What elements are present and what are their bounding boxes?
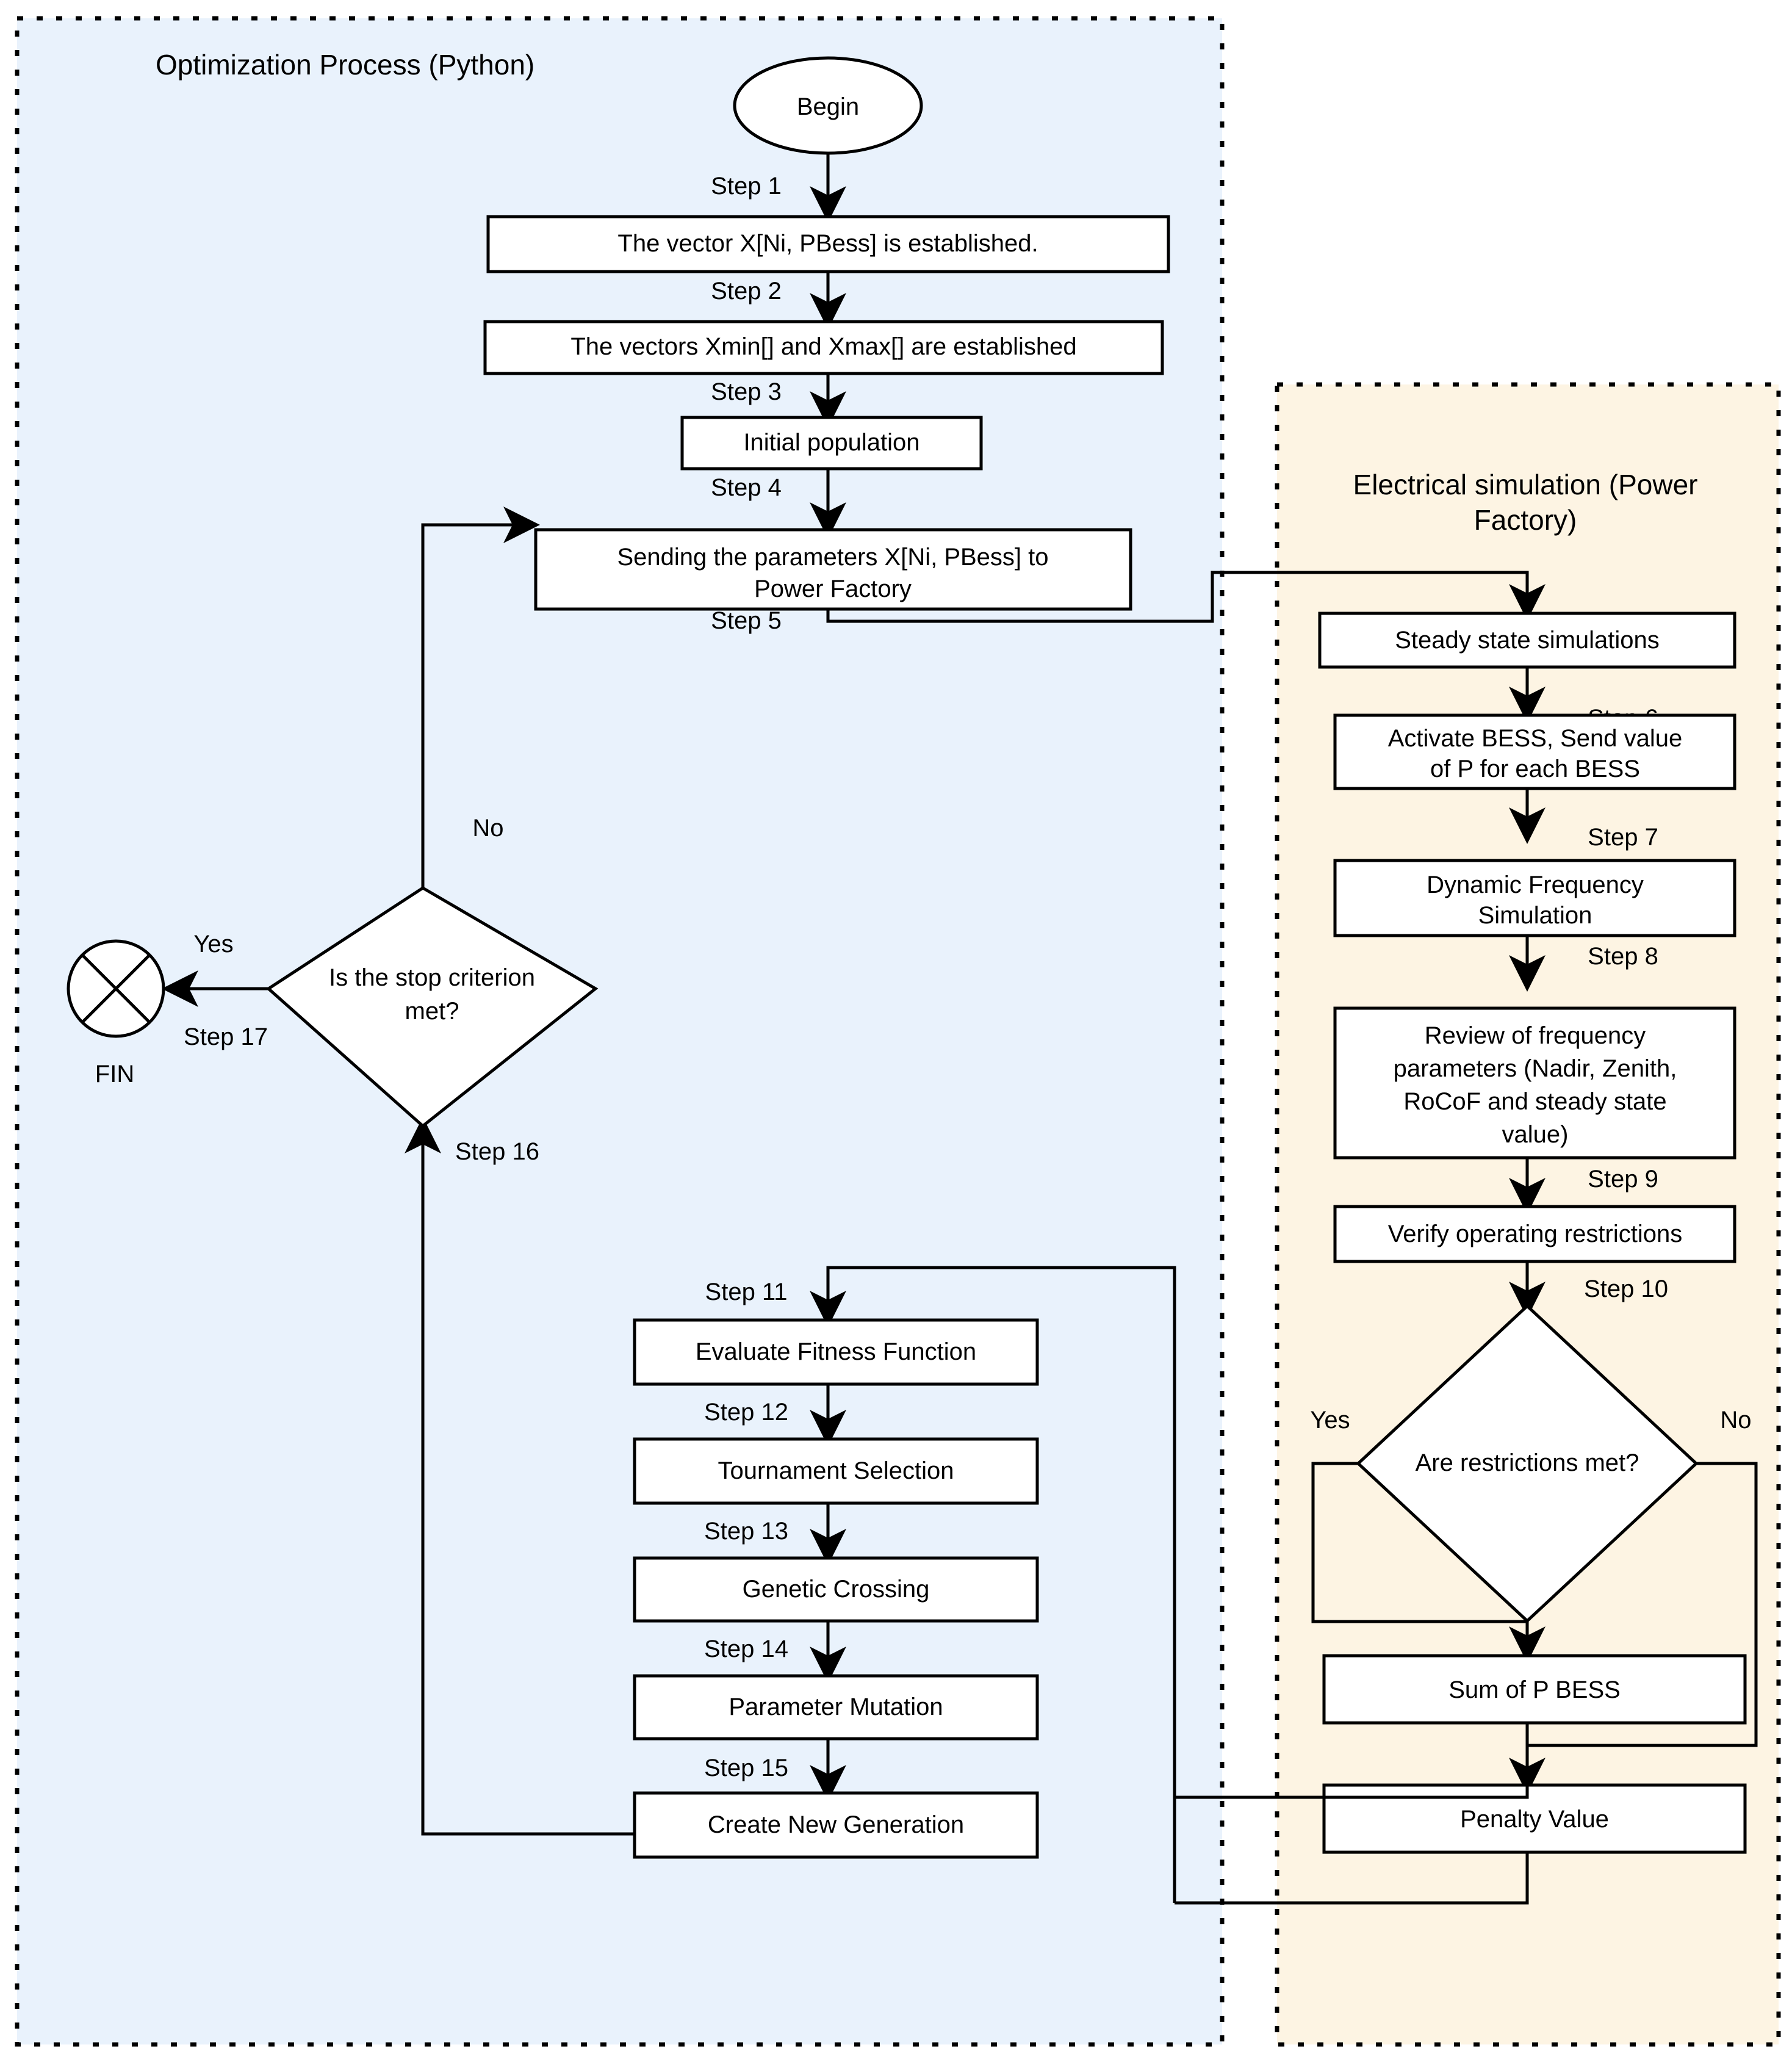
node-review-frequency-line2: parameters (Nadir, Zenith, bbox=[1394, 1055, 1677, 1082]
edge-label-step15: Step 15 bbox=[704, 1755, 788, 1781]
node-tournament-selection-label: Tournament Selection bbox=[718, 1457, 954, 1484]
edge-label-step13: Step 13 bbox=[704, 1518, 788, 1545]
edge-label-step11: Step 11 bbox=[705, 1279, 788, 1305]
edge-label-step16: Step 16 bbox=[455, 1138, 539, 1165]
edge-n4-to-steady-state bbox=[826, 571, 1546, 623]
edge-label-step17: Step 17 bbox=[184, 1023, 268, 1050]
edge-label-no-restrictions: No bbox=[1720, 1407, 1751, 1434]
edge-label-step9: Step 9 bbox=[1588, 1166, 1658, 1193]
node-is-stop-criterion-met-line2: met? bbox=[405, 998, 459, 1025]
node-vector-established-label: The vector X[Ni, PBess] is established. bbox=[617, 230, 1038, 257]
node-activate-bess-line1: Activate BESS, Send value bbox=[1388, 725, 1683, 752]
node-steady-state-simulations-label: Steady state simulations bbox=[1395, 627, 1660, 654]
edge-label-step1: Step 1 bbox=[711, 173, 782, 200]
edge-n15-to-stop-criterion bbox=[405, 1117, 635, 1836]
node-dynamic-frequency-line2: Simulation bbox=[1478, 902, 1592, 929]
node-verify-operating-restrictions[interactable] bbox=[1333, 1205, 1736, 1263]
edge-return-to-step11 bbox=[810, 1266, 1176, 1903]
node-review-frequency-line4: value) bbox=[1502, 1121, 1569, 1148]
node-evaluate-fitness-function-label: Evaluate Fitness Function bbox=[696, 1338, 976, 1365]
node-verify-operating-restrictions-label: Verify operating restrictions bbox=[1388, 1221, 1682, 1247]
node-send-parameters[interactable] bbox=[534, 528, 1132, 611]
edge-sum-to-fitness bbox=[1175, 1723, 1529, 1799]
node-penalty-value-label: Penalty Value bbox=[1460, 1806, 1609, 1833]
node-create-new-generation[interactable] bbox=[633, 1791, 1039, 1859]
node-evaluate-fitness-function[interactable] bbox=[633, 1318, 1039, 1386]
node-initial-population[interactable] bbox=[680, 416, 983, 471]
node-review-frequency-line1: Review of frequency bbox=[1425, 1022, 1646, 1049]
edge-label-yes-stop: Yes bbox=[193, 931, 233, 958]
node-genetic-crossing[interactable] bbox=[633, 1556, 1039, 1623]
node-xmin-xmax-established-label: The vectors Xmin[] and Xmax[] are establ… bbox=[570, 333, 1076, 360]
node-initial-population-label: Initial population bbox=[743, 429, 919, 456]
edge-label-step5: Step 5 bbox=[711, 607, 782, 634]
node-vector-established[interactable] bbox=[486, 215, 1170, 273]
edge-stop-no-to-send-parameters bbox=[421, 507, 540, 888]
panel-simulation-title-line2: Factory) bbox=[1474, 504, 1577, 536]
edge-penalty-to-fitness bbox=[1175, 1852, 1529, 1905]
edge-label-yes-restrictions: Yes bbox=[1310, 1407, 1350, 1434]
edge-label-step14: Step 14 bbox=[704, 1636, 788, 1662]
node-tournament-selection[interactable] bbox=[633, 1437, 1039, 1505]
node-sum-of-p-bess[interactable] bbox=[1322, 1654, 1747, 1725]
edge-label-step10: Step 10 bbox=[1584, 1276, 1668, 1302]
node-begin-label: Begin bbox=[797, 93, 859, 120]
panel-optimization-title: Optimization Process (Python) bbox=[156, 49, 534, 81]
edge-label-step2: Step 2 bbox=[711, 278, 782, 305]
node-send-parameters-line2: Power Factory bbox=[754, 576, 912, 602]
node-are-restrictions-met-label: Are restrictions met? bbox=[1416, 1449, 1639, 1476]
edge-restrictions-yes-to-sum bbox=[1311, 1462, 1546, 1663]
node-is-stop-criterion-met-line1: Is the stop criterion bbox=[329, 964, 535, 991]
panel-simulation-title-line1: Electrical simulation (Power bbox=[1353, 469, 1698, 500]
node-steady-state-simulations[interactable] bbox=[1318, 612, 1736, 669]
edge-label-step4: Step 4 bbox=[711, 474, 782, 501]
edge-label-no-stop: No bbox=[472, 815, 503, 842]
node-xmin-xmax-established[interactable] bbox=[483, 320, 1164, 375]
edge-label-step3: Step 3 bbox=[711, 378, 782, 405]
node-activate-bess[interactable] bbox=[1333, 713, 1736, 790]
fin-x-stroke-2 bbox=[81, 954, 151, 1023]
node-dynamic-frequency-line1: Dynamic Frequency bbox=[1427, 871, 1644, 898]
node-send-parameters-line1: Sending the parameters X[Ni, PBess] to bbox=[617, 544, 1048, 571]
node-review-frequency-parameters[interactable] bbox=[1333, 1006, 1736, 1160]
node-sum-of-p-bess-label: Sum of P BESS bbox=[1448, 1676, 1621, 1703]
edge-label-step8: Step 8 bbox=[1588, 943, 1658, 970]
node-genetic-crossing-label: Genetic Crossing bbox=[743, 1576, 930, 1603]
node-review-frequency-line3: RoCoF and steady state bbox=[1403, 1088, 1666, 1115]
edge-label-step12: Step 12 bbox=[704, 1399, 788, 1426]
edge-label-step7: Step 7 bbox=[1588, 824, 1658, 851]
node-create-new-generation-label: Create New Generation bbox=[708, 1811, 964, 1838]
node-activate-bess-line2: of P for each BESS bbox=[1430, 756, 1640, 782]
node-parameter-mutation[interactable] bbox=[633, 1674, 1039, 1741]
node-is-stop-criterion-met[interactable] bbox=[265, 886, 599, 1128]
node-dynamic-frequency-simulation[interactable] bbox=[1333, 859, 1736, 937]
node-fin-label: FIN bbox=[95, 1061, 134, 1088]
node-parameter-mutation-label: Parameter Mutation bbox=[729, 1694, 943, 1720]
